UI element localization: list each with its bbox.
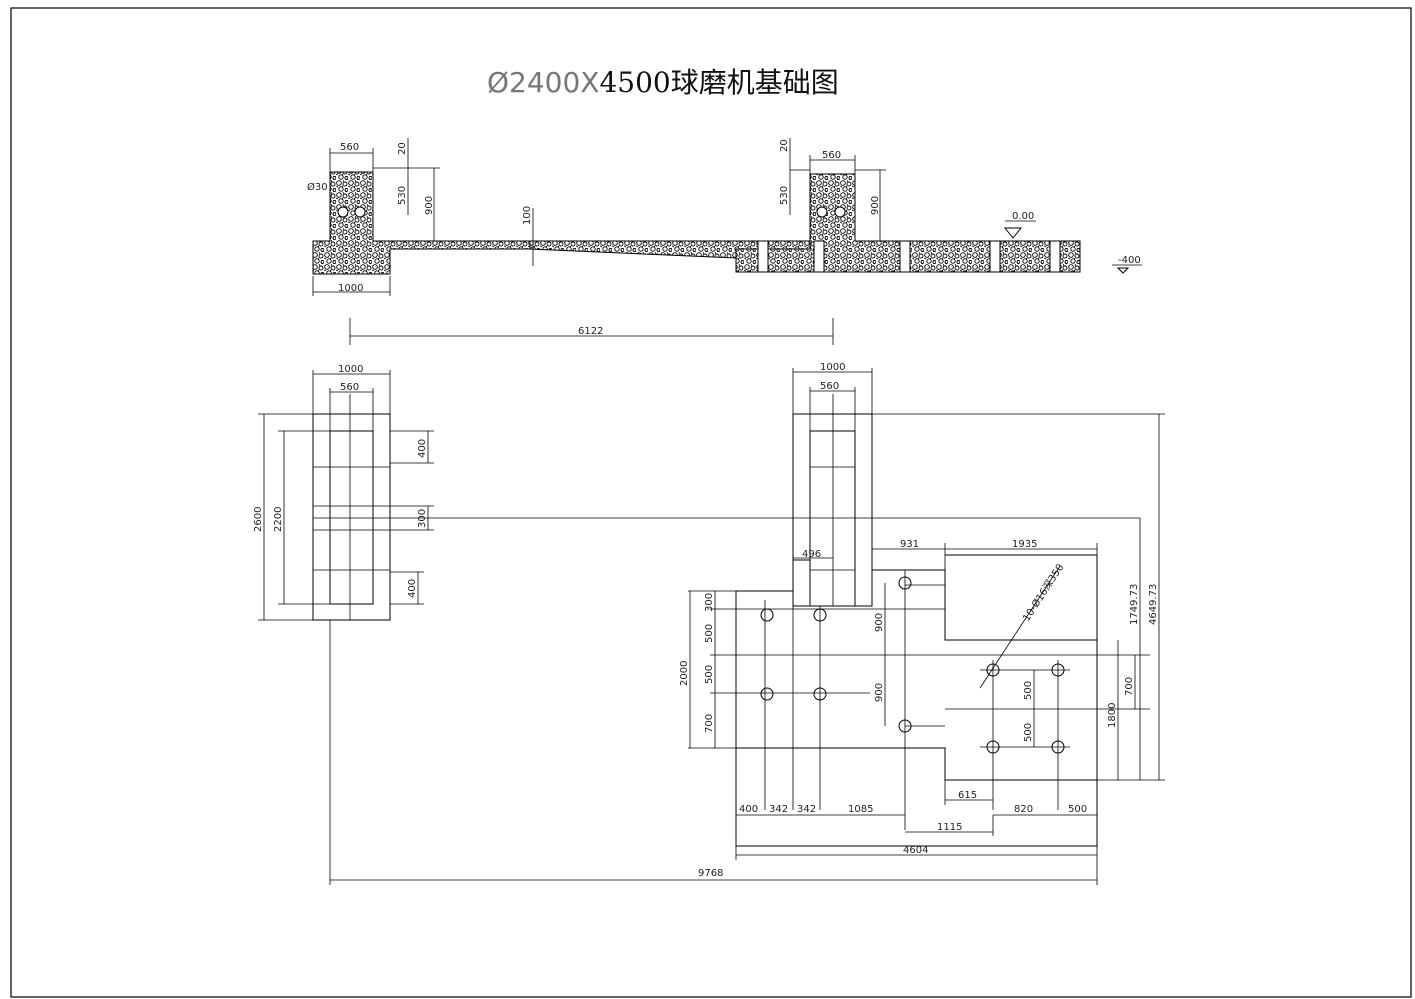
dim-900b: 900: [874, 683, 885, 702]
dim-b615: 615: [958, 790, 977, 801]
dim-931: 931: [900, 539, 919, 550]
dim-b820: 820: [1014, 804, 1033, 815]
dim-left-base: 1000: [338, 283, 363, 294]
dim-900a: 900: [874, 613, 885, 632]
anchor-hole: [898, 576, 912, 590]
dim-left-inner-h: 2200: [273, 507, 284, 532]
dim-1800: 1800: [1107, 703, 1118, 728]
dim-notch: 496: [802, 549, 821, 560]
dim-b9768: 9768: [698, 868, 723, 879]
dim-right-gap: 20: [779, 139, 790, 152]
dim-500d: 500: [1023, 723, 1034, 742]
plan-view: 6122 1000 560 2600 2200 400: [253, 318, 1165, 885]
dim-left-total: 2600: [253, 507, 264, 532]
dim-b1085: 1085: [848, 804, 873, 815]
anchor-hole: [760, 687, 774, 701]
page-title: Ø2400X4500球磨机基础图: [487, 66, 839, 99]
dim-b400: 400: [739, 804, 758, 815]
dim-right-inner: 560: [820, 381, 839, 392]
dim-700a: 700: [704, 714, 715, 733]
dim-1935: 1935: [1012, 539, 1037, 550]
dim-4649: 4649.73: [1148, 584, 1159, 625]
dim-left-top400: 400: [417, 439, 428, 458]
dim-500b: 500: [704, 665, 715, 684]
outer-frame: [10, 7, 1412, 998]
anchor-hole: [1051, 740, 1065, 754]
dim-2000: 2000: [679, 661, 690, 686]
dim-b4604: 4604: [903, 845, 928, 856]
dim-b500: 500: [1068, 804, 1087, 815]
dim-left-top-width: 560: [340, 142, 359, 153]
dim-300: 300: [704, 593, 715, 612]
elevation-top: 0.00: [1012, 211, 1034, 222]
anchor-hole: [986, 663, 1000, 677]
dim-right-outer: 1000: [820, 362, 845, 373]
dim-right-h2: 900: [870, 196, 881, 215]
title-prefix: Ø2400X: [487, 66, 599, 99]
dim-left-h1: 530: [397, 186, 408, 205]
dim-b342b: 342: [797, 804, 816, 815]
dim-left-gap: 20: [397, 142, 408, 155]
hole-note: 10-Ø16深350: [1020, 562, 1066, 624]
anchor-hole: [760, 608, 774, 622]
dim-left-bot400: 400: [407, 579, 418, 598]
anchor-holes: [760, 576, 1065, 754]
anchor-hole: [813, 608, 827, 622]
section-left-pier: [312, 171, 531, 275]
dim-span: 6122: [578, 326, 603, 337]
dim-b342a: 342: [769, 804, 788, 815]
section-view: 560 20 530 900 Ø30 1000 100 560 20 530 9…: [307, 138, 1142, 296]
dim-700b: 700: [1124, 677, 1135, 696]
anchor-hole: [813, 687, 827, 701]
dim-right-h1: 530: [779, 186, 790, 205]
anchor-hole: [898, 719, 912, 733]
dim-500a: 500: [704, 624, 715, 643]
dim-left-bolt: Ø30: [307, 181, 328, 193]
dim-1749: 1749.73: [1129, 584, 1140, 625]
anchor-hole: [986, 740, 1000, 754]
dim-500c: 500: [1023, 681, 1034, 700]
dim-left-mid: 300: [417, 509, 428, 528]
dim-right-top-width: 560: [822, 150, 841, 161]
elevation-bottom: -400: [1118, 255, 1141, 266]
dim-slab: 100: [522, 206, 533, 225]
title-suffix: 4500球磨机基础图: [599, 66, 838, 99]
dim-b1115: 1115: [937, 822, 962, 833]
anchor-hole: [1051, 663, 1065, 677]
dim-left-inner: 560: [340, 382, 359, 393]
dim-left-outer: 1000: [338, 364, 363, 375]
dim-left-h2: 900: [424, 196, 435, 215]
